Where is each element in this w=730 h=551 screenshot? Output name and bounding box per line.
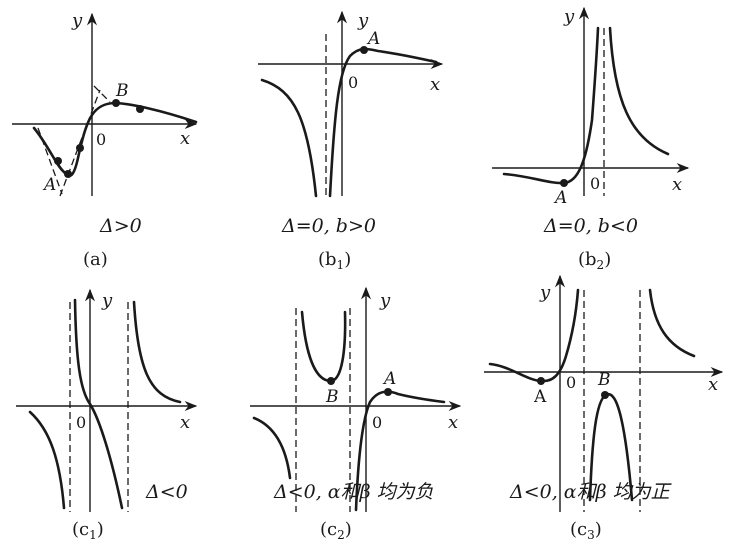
right-branch xyxy=(328,47,438,198)
caption-b1: (b1) xyxy=(318,249,351,272)
right-branch xyxy=(354,390,446,512)
right-branch xyxy=(132,300,182,404)
function-curve xyxy=(32,101,198,178)
y-axis-label: y xyxy=(563,6,575,27)
point-B xyxy=(327,377,335,385)
caption-c1: (c1) xyxy=(72,519,104,542)
tangent-at-A xyxy=(37,127,63,195)
condition-c2: Δ<0, α和β 均为负 xyxy=(273,481,434,503)
origin-label: 0 xyxy=(96,130,106,149)
origin-label: 0 xyxy=(348,73,358,92)
point-A xyxy=(560,179,568,187)
tangent-at-B xyxy=(93,85,111,103)
y-axis-label: y xyxy=(101,290,113,311)
point-inflection xyxy=(76,144,84,152)
left-branch xyxy=(260,78,318,198)
panel-c2: y x 0 B A Δ<0, α和β 均为负 (c2) xyxy=(250,286,462,542)
x-axis-label: x xyxy=(448,412,458,433)
tangent-at-inflection xyxy=(59,89,101,197)
panel-c3: y x 0 A B Δ<0, α和β 均为正 (c3) xyxy=(484,274,724,542)
panel-b2: y x 0 A Δ=0, b<0 (b2) xyxy=(492,6,690,272)
caption-c2: (c2) xyxy=(320,519,352,542)
condition-b2: Δ=0, b<0 xyxy=(543,215,638,237)
caption-b2: (b2) xyxy=(578,249,611,272)
label-A: A xyxy=(366,29,380,49)
condition-c1: Δ<0 xyxy=(145,481,188,503)
point-left xyxy=(54,157,62,165)
left-branch xyxy=(488,288,580,383)
x-axis-label: x xyxy=(672,174,682,195)
x-axis-label: x xyxy=(430,74,440,95)
y-axis-label: y xyxy=(357,10,369,31)
point-right xyxy=(136,105,144,113)
origin-label: 0 xyxy=(372,413,382,432)
point-A xyxy=(64,170,72,178)
y-axis-label: y xyxy=(71,10,83,31)
x-axis-label: x xyxy=(180,128,190,149)
panel-c1: y x 0 Δ<0 (c1) xyxy=(16,288,198,542)
y-axis-label: y xyxy=(539,282,551,303)
condition-c3: Δ<0, α和β 均为正 xyxy=(509,481,673,503)
right-branch xyxy=(608,26,670,156)
label-A: A xyxy=(42,175,56,195)
point-B xyxy=(601,391,609,399)
x-axis-label: x xyxy=(708,374,718,395)
condition-b1: Δ=0, b>0 xyxy=(281,215,376,237)
label-B: B xyxy=(325,387,339,407)
middle-branch xyxy=(73,298,124,510)
origin-label: 0 xyxy=(76,413,86,432)
x-axis-label: x xyxy=(180,412,190,433)
middle-branch xyxy=(300,310,347,383)
point-B xyxy=(112,99,120,107)
left-branch xyxy=(502,26,600,185)
right-branch xyxy=(648,288,696,358)
condition-a: Δ>0 xyxy=(99,215,142,237)
label-A: A xyxy=(533,387,547,407)
left-branch xyxy=(252,416,292,480)
left-branch xyxy=(28,410,66,510)
origin-label: 0 xyxy=(590,174,600,193)
caption-c3: (c3) xyxy=(570,519,602,542)
panel-a: y x 0 A B Δ>0 (a) xyxy=(12,10,198,270)
label-A: A xyxy=(382,369,396,389)
point-A xyxy=(384,388,392,396)
point-A xyxy=(537,377,545,385)
label-B: B xyxy=(115,81,129,101)
point-A xyxy=(360,46,368,54)
y-axis-label: y xyxy=(379,290,391,311)
panel-b1: y x 0 A Δ=0, b>0 (b1) xyxy=(258,10,444,272)
caption-a: (a) xyxy=(83,249,108,270)
label-A: A xyxy=(553,188,567,208)
origin-label: 0 xyxy=(566,373,576,392)
label-B: B xyxy=(597,370,611,390)
